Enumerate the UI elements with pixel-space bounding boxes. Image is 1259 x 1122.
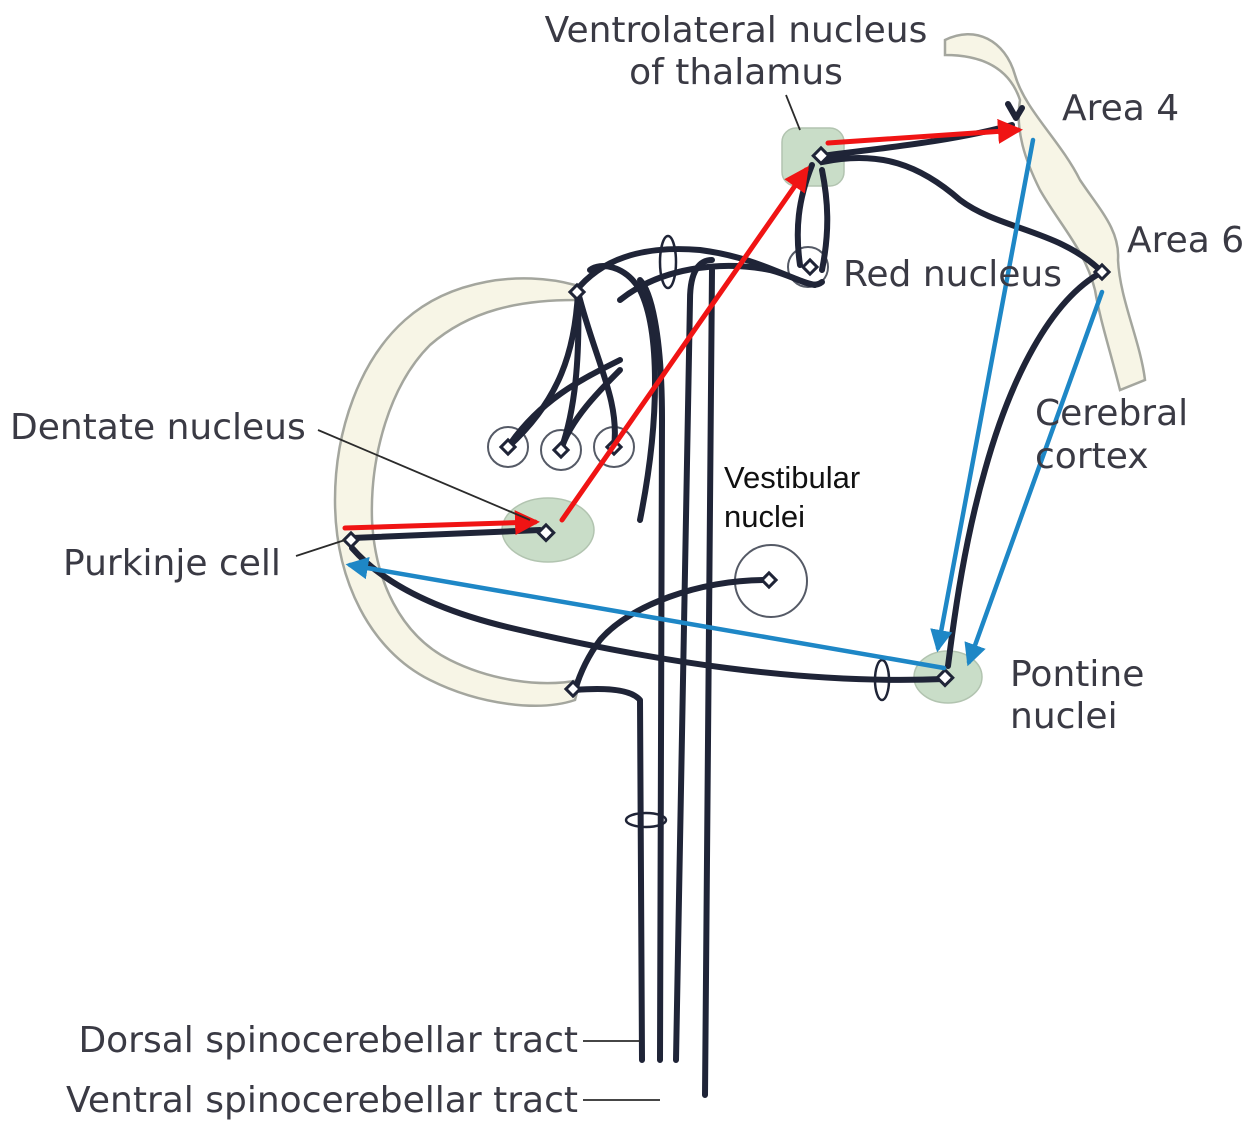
label-red-nucleus: Red nucleus	[843, 254, 1062, 295]
label-dentate-nucleus: Dentate nucleus	[10, 407, 306, 448]
label-pontine-nuclei-2: nuclei	[1010, 696, 1118, 737]
nerve-fibers	[344, 104, 1109, 1095]
label-cerebral-cortex-2: cortex	[1035, 436, 1149, 477]
label-ventrolateral-nucleus-2: of thalamus	[629, 52, 843, 93]
cerebellar-cortex-shape	[335, 278, 580, 705]
label-ventral-tract: Ventral spinocerebellar tract	[66, 1080, 578, 1121]
label-vestibular-nuclei-2: nuclei	[724, 499, 805, 534]
label-purkinje-cell: Purkinje cell	[63, 543, 281, 584]
label-pontine-nuclei-1: Pontine	[1010, 654, 1144, 695]
label-area6: Area 6	[1127, 220, 1244, 261]
label-area4: Area 4	[1062, 88, 1179, 129]
label-cerebral-cortex-1: Cerebral	[1035, 393, 1188, 434]
label-dorsal-tract: Dorsal spinocerebellar tract	[78, 1020, 578, 1061]
label-ventrolateral-nucleus-1: Ventrolateral nucleus	[545, 10, 928, 51]
label-vestibular-nuclei-1: Vestibular	[724, 460, 860, 495]
